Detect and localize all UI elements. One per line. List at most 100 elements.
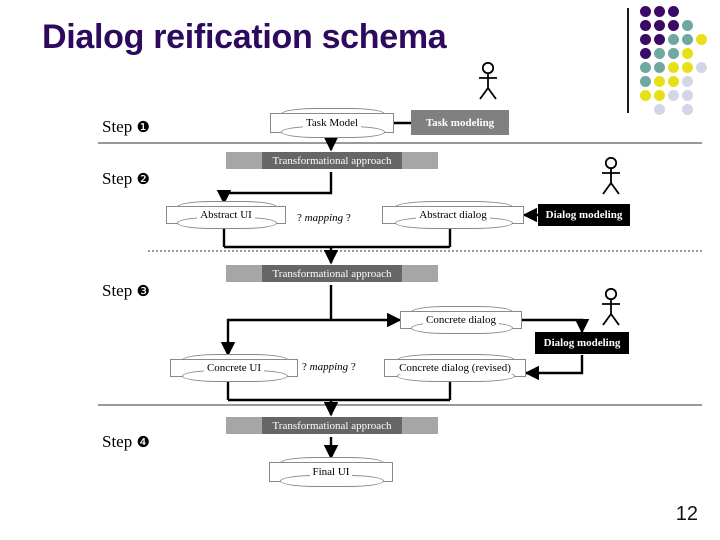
activity-label: Task modeling (425, 116, 495, 129)
cylinder-body: Task Model (270, 113, 394, 133)
actor-1-icon (479, 62, 497, 100)
step-label-3: Step ❸ (102, 281, 150, 301)
cylinder-body: Concrete dialog (revised) (384, 359, 526, 377)
decor-dot (682, 34, 693, 45)
decor-dot-grid (640, 6, 720, 126)
step-label-2: Step ❷ (102, 169, 150, 189)
decor-dot (682, 104, 693, 115)
artifact-label: Final UI (309, 466, 353, 478)
artifact-label: Abstract dialog (416, 209, 490, 221)
cylinder-body: Concrete dialog (400, 311, 522, 329)
decor-dot (668, 6, 679, 17)
transform-bar-1-label: Transformational approach (262, 152, 402, 169)
decor-dot (640, 34, 651, 45)
step-4-text: Step (102, 432, 133, 451)
decor-dot (668, 48, 679, 59)
activity-label: Dialog modeling (545, 209, 623, 221)
mapping-2-prefix: ? (302, 361, 307, 373)
artifact-concrete-dialog[interactable]: Concrete dialog (400, 306, 522, 334)
decor-dot (668, 90, 679, 101)
decor-dot (682, 90, 693, 101)
artifact-label: Concrete dialog (423, 314, 499, 326)
activity-label: Dialog modeling (543, 337, 621, 349)
artifact-label: Abstract UI (197, 209, 255, 221)
bar-cap-right (402, 152, 438, 169)
bar-cap-right (402, 417, 438, 434)
decor-dot (654, 62, 665, 73)
transform-bar-1: Transformational approach (226, 152, 438, 169)
artifact-label: Task Model (302, 117, 362, 129)
decor-dot (682, 76, 693, 87)
mapping-label-1: ? mapping ? (297, 212, 351, 224)
decor-dot (640, 62, 651, 73)
bar-cap-left (226, 152, 262, 169)
artifact-task-model[interactable]: Task Model (270, 108, 394, 138)
mapping-label-2: ? mapping ? (302, 361, 356, 373)
mapping-1-suffix: ? (345, 212, 351, 224)
decor-dot (668, 20, 679, 31)
decor-dot (640, 6, 651, 17)
wire-dialogmodeling-to-revised (524, 355, 584, 381)
step-1-marker: ❶ (136, 120, 150, 136)
step-1-text: Step (102, 117, 133, 136)
bar-cap-left (226, 265, 262, 282)
decor-dot (682, 62, 693, 73)
artifact-concrete-dialog-revised[interactable]: Concrete dialog (revised) (384, 354, 526, 382)
transform-bar-3-label: Transformational approach (262, 417, 402, 434)
step-4-marker: ❹ (136, 435, 150, 451)
cylinder-body: Abstract dialog (382, 206, 524, 224)
decor-dot (640, 90, 651, 101)
decor-dot (696, 34, 707, 45)
decor-dot (640, 48, 651, 59)
activity-task-modeling[interactable]: Task modeling (411, 110, 509, 135)
decor-dot (668, 76, 679, 87)
decor-dot (668, 62, 679, 73)
activity-dialog-modeling-2[interactable]: Dialog modeling (535, 332, 629, 354)
divider-step3-step4 (98, 404, 702, 406)
transform-bar-2: Transformational approach (226, 265, 438, 282)
artifact-concrete-ui[interactable]: Concrete UI (170, 354, 298, 382)
step-2-text: Step (102, 169, 133, 188)
step-2-marker: ❷ (136, 172, 150, 188)
page-number: 12 (675, 503, 698, 525)
bar-cap-right (402, 265, 438, 282)
decor-vertical-rule (627, 8, 629, 113)
wire-concretedialog-to-dialogmodeling (520, 318, 590, 334)
decor-dot (654, 20, 665, 31)
decor-dot (696, 62, 707, 73)
artifact-label: Concrete dialog (revised) (396, 362, 514, 374)
step-3-marker: ❸ (136, 284, 150, 300)
decor-dot (640, 76, 651, 87)
decor-dot (654, 104, 665, 115)
decor-dot (654, 48, 665, 59)
activity-dialog-modeling-1[interactable]: Dialog modeling (538, 204, 630, 226)
artifact-abstract-dialog[interactable]: Abstract dialog (382, 201, 524, 229)
decor-dot (654, 76, 665, 87)
bar-cap-left (226, 417, 262, 434)
mapping-2-suffix: ? (350, 361, 356, 373)
decor-dot (668, 34, 679, 45)
artifact-label: Concrete UI (203, 362, 265, 374)
artifact-abstract-ui[interactable]: Abstract UI (166, 201, 286, 229)
decor-dot (654, 34, 665, 45)
decor-dot (654, 90, 665, 101)
actor-3-icon (602, 288, 620, 326)
mapping-1-prefix: ? (297, 212, 302, 224)
mapping-2-text: mapping (309, 361, 349, 373)
mapping-1-text: mapping (304, 212, 344, 224)
page-title: Dialog reification schema (42, 18, 447, 56)
wire-tbar2-to-concreteui (220, 318, 331, 357)
divider-step2-step3 (148, 250, 702, 252)
artifact-final-ui[interactable]: Final UI (269, 457, 393, 487)
divider-step1-step2 (98, 142, 702, 144)
step-label-4: Step ❹ (102, 432, 150, 452)
transform-bar-2-label: Transformational approach (262, 265, 402, 282)
actor-2-icon (602, 157, 620, 195)
wire-tbar1-to-abstractui (216, 172, 333, 205)
transform-bar-3: Transformational approach (226, 417, 438, 434)
decor-dot (682, 48, 693, 59)
decor-dot (654, 6, 665, 17)
step-3-text: Step (102, 281, 133, 300)
decor-dot (640, 20, 651, 31)
